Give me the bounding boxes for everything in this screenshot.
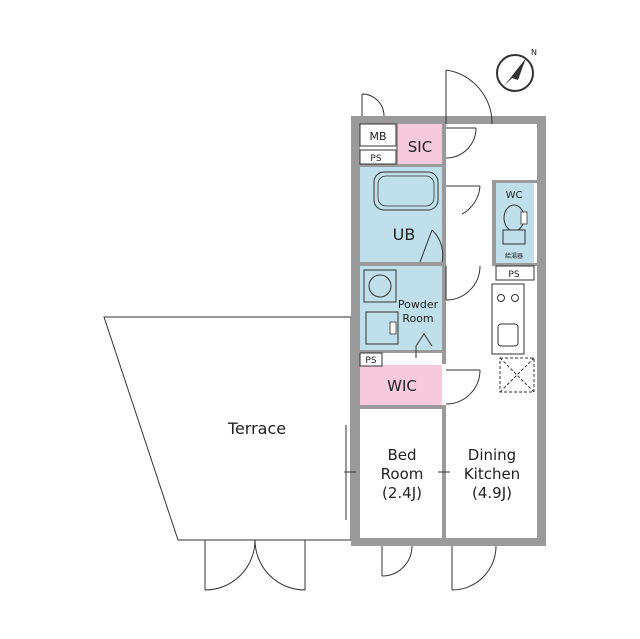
entrance-door[interactable] — [445, 69, 493, 125]
powder-room-door[interactable] — [415, 265, 481, 358]
sic-door[interactable] — [445, 127, 477, 159]
wic-label: WIC — [387, 377, 417, 395]
ps-box-top — [359, 149, 397, 165]
sink — [497, 323, 519, 347]
bed-room-label-1: Bed — [387, 446, 416, 464]
bathtub — [373, 171, 439, 211]
wic-area — [360, 365, 442, 405]
bottom-window-dk — [451, 545, 497, 591]
washing-machine — [363, 269, 397, 303]
bed-room-size: (2.4J) — [382, 484, 422, 502]
outer-walls — [351, 116, 546, 546]
mb-label: MB — [369, 130, 386, 143]
sic-area — [398, 124, 442, 164]
ps-box-bottom — [359, 352, 383, 367]
stove-burner-icon — [511, 294, 519, 302]
mb-door[interactable] — [361, 93, 385, 117]
wc-note-label: 給湯器 — [505, 252, 523, 260]
ps-box-right — [495, 265, 535, 281]
wc-label: WC — [506, 190, 523, 201]
dining-kitchen-label-2: Kitchen — [464, 465, 520, 483]
dining-kitchen-label-1: Dining — [468, 446, 516, 464]
ps-label-bottom: PS — [365, 356, 376, 366]
wc-door[interactable] — [446, 185, 481, 215]
powder-room-label-1: Powder — [398, 298, 439, 311]
kitchen-counter — [491, 283, 525, 355]
north-label: N — [531, 48, 537, 57]
terrace-door[interactable] — [204, 539, 306, 591]
wic-door[interactable] — [445, 369, 481, 405]
ub-label: UB — [393, 225, 416, 244]
terrace-label: Terrace — [227, 419, 286, 438]
bed-room-label-2: Room — [381, 465, 424, 483]
mb-box — [359, 123, 397, 147]
toilet — [502, 204, 528, 245]
ps-label-top: PS — [370, 154, 381, 164]
dining-kitchen-size: (4.9J) — [472, 484, 512, 502]
stove-burner-icon — [497, 294, 505, 302]
bed-room-window — [344, 425, 356, 520]
refrigerator-space — [499, 357, 535, 393]
north-arrow-icon: N — [496, 48, 537, 92]
sic-label: SIC — [408, 138, 432, 156]
powder-room-label-2: Room — [402, 312, 433, 325]
ps-label-right: PS — [508, 270, 519, 280]
bottom-window-bed — [381, 545, 413, 577]
washbasin — [365, 311, 399, 345]
